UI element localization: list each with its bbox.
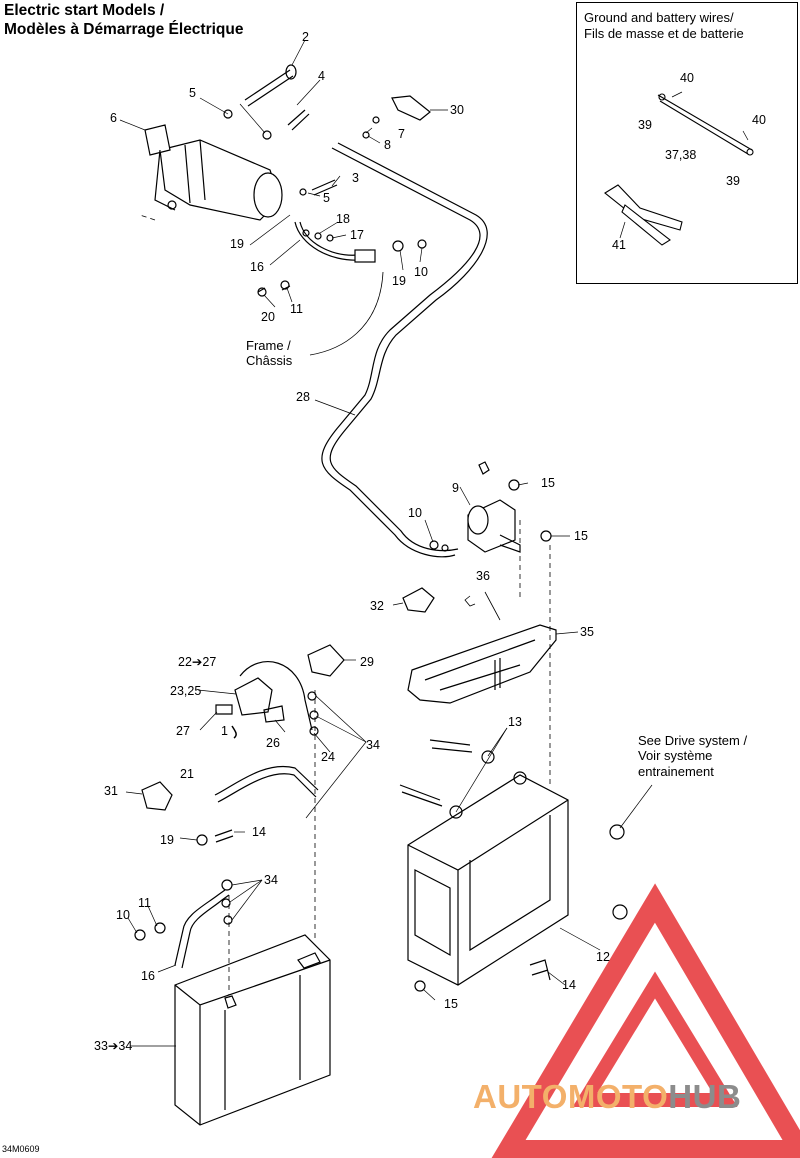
watermark-text: AUTOMOTO: [473, 1078, 669, 1115]
part-label: 3: [352, 171, 359, 185]
part-label: 6: [110, 111, 117, 125]
part-label: 20: [261, 310, 275, 324]
part-label: 21: [180, 767, 194, 781]
part-label: 5: [189, 86, 196, 100]
inset-title-fr: Fils de masse et de batterie: [584, 26, 744, 41]
fuse-holder-23: [234, 677, 273, 716]
frame-annotation: Frame /: [246, 338, 291, 353]
inset-label: 41: [612, 238, 626, 252]
part-label: 19: [392, 274, 406, 288]
watermark-logo: AUTOMOTOHUB: [473, 1078, 741, 1116]
bolt-4: [287, 109, 310, 131]
drive-system-note: See Drive system /: [638, 733, 748, 748]
part-label: 1: [221, 724, 228, 738]
part-label: 5: [323, 191, 330, 205]
inset-title-en: Ground and battery wires/: [584, 10, 734, 25]
part-label: 29: [360, 655, 374, 669]
page-title-fr: Modèles à Démarrage Électrique: [4, 21, 244, 38]
watermark-triangle: [491, 883, 800, 1158]
terminal-boot-32: [402, 587, 435, 613]
part-label: 34: [366, 738, 380, 752]
part-label: 9: [452, 481, 459, 495]
part-label: 14: [562, 978, 576, 992]
part-label: 19: [160, 833, 174, 847]
part-label: 28: [296, 390, 310, 404]
inset-label: 39: [726, 174, 740, 188]
part-label: 34: [264, 873, 278, 887]
battery-cable-16: [174, 889, 226, 966]
battery-bracket-35: [407, 624, 557, 704]
part-label: 11: [138, 896, 151, 910]
starter-motor: [144, 124, 283, 221]
rubber-block-31: [141, 781, 173, 811]
inset-label: 40: [680, 71, 694, 85]
part-label: 7: [398, 127, 405, 141]
part-label: 11: [290, 302, 303, 316]
part-label: 8: [384, 138, 391, 152]
inset-label: 40: [752, 113, 766, 127]
part-label: 4: [318, 69, 325, 83]
part-label: 15: [574, 529, 588, 543]
drawing-code: 34M0609: [2, 1144, 40, 1154]
part-label: 16: [250, 260, 264, 274]
ground-battery-wires-inset: [576, 2, 798, 284]
starter-cable-16: [294, 221, 361, 261]
part-label: 10: [414, 265, 428, 279]
part-label: 10: [408, 506, 422, 520]
part-label: 19: [230, 237, 244, 251]
part-label: 23,25: [170, 684, 202, 698]
part-label: 15: [444, 997, 458, 1011]
bolt-2: [244, 69, 294, 107]
part-label: 36: [476, 569, 490, 583]
part-label: 35: [580, 625, 594, 639]
battery-cable-28: [321, 147, 481, 558]
part-label: 16: [141, 969, 155, 983]
inset-label: 37,38: [665, 148, 697, 162]
part-label: 26: [266, 736, 280, 750]
frame-annotation: Châssis: [246, 353, 293, 368]
part-label: 2: [302, 30, 309, 44]
part-label: 27: [176, 724, 190, 738]
part-label: 10: [116, 908, 130, 922]
page-title-en: Electric start Models /: [4, 2, 165, 19]
part-label: 15: [541, 476, 555, 490]
part-label: 18: [336, 212, 350, 226]
part-label: 14: [252, 825, 266, 839]
part-label: 12: [596, 950, 610, 964]
inset-ground-wire: [657, 91, 754, 156]
terminal-boot-30: [391, 95, 431, 121]
watermark-text: HUB: [668, 1078, 742, 1115]
battery-box-12: [399, 739, 569, 986]
part-label: 17: [350, 228, 364, 242]
part-label: 30: [450, 103, 464, 117]
cable-21: [214, 765, 319, 796]
battery-33: [174, 934, 331, 1126]
part-label: 13: [508, 715, 522, 729]
part-label: 32: [370, 599, 384, 613]
drive-system-note: entrainement: [638, 764, 714, 779]
drive-system-note: Voir système: [638, 748, 713, 763]
part-label: 24: [321, 750, 335, 764]
solenoid-9: [429, 499, 521, 553]
part-label: 33➔34: [94, 1039, 133, 1053]
inset-label: 39: [638, 118, 652, 132]
crimping-pliers-41: [604, 184, 683, 246]
part-label: 22➔27: [178, 655, 217, 669]
terminal-cap-29: [307, 644, 345, 677]
part-label: 31: [104, 784, 118, 798]
